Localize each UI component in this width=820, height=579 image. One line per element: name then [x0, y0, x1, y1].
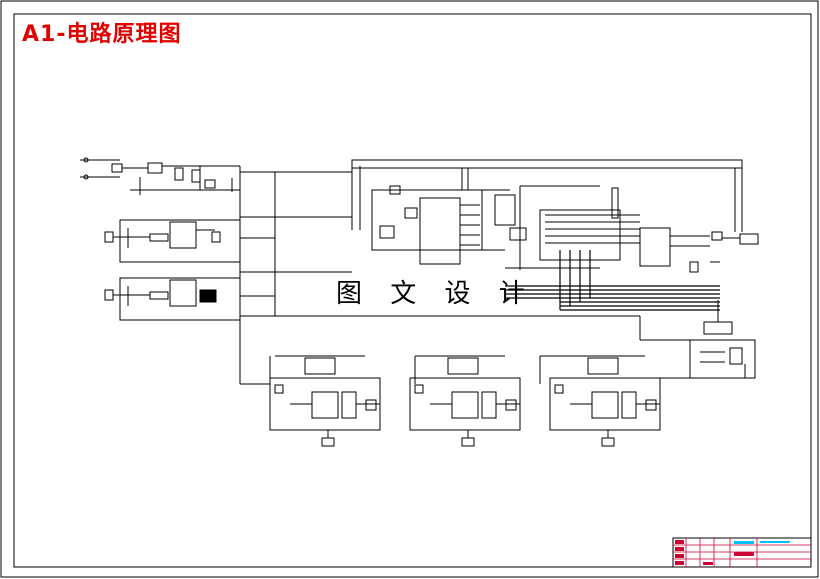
channel-board-1 — [269, 355, 381, 447]
watermark-text: 图 文 设 计 — [336, 279, 535, 309]
channel-board-3 — [549, 355, 661, 447]
driver-circuit — [689, 300, 756, 379]
power-input-circuit — [80, 157, 275, 195]
interface-circuit — [520, 160, 759, 273]
main-bus-lines — [239, 171, 700, 385]
data-bus — [505, 250, 720, 311]
channel-board-2 — [409, 355, 521, 447]
inner-frame — [13, 13, 812, 568]
input-module-2 — [104, 277, 275, 321]
interface-chip — [639, 227, 671, 267]
drawing-title: A1-电路原理图 — [22, 22, 182, 47]
title-block — [672, 537, 812, 568]
mcu-chip — [419, 197, 461, 265]
input-module-1 — [104, 219, 275, 263]
